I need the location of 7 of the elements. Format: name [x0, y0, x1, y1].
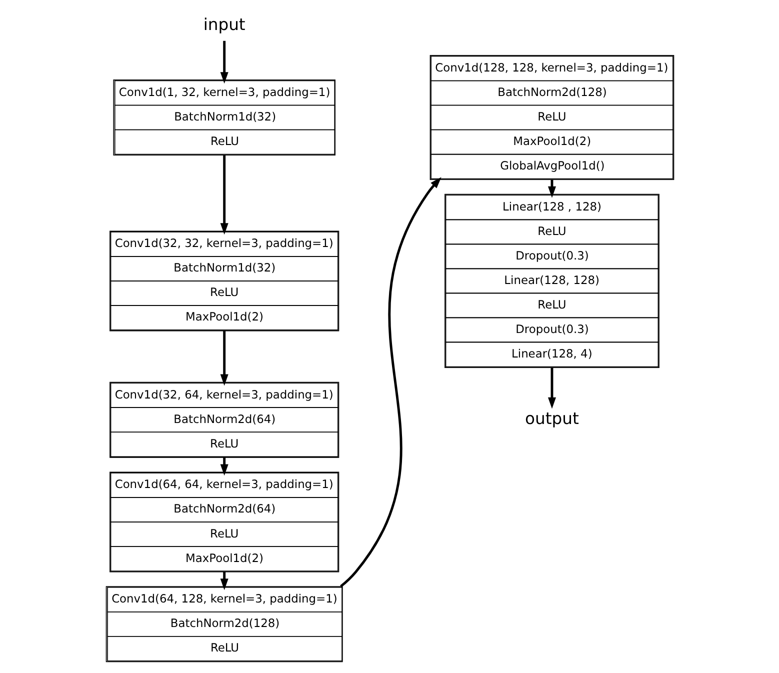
node-text: output: [524, 408, 578, 428]
arrow: [220, 155, 228, 235]
arrow: [220, 40, 228, 84]
arrow: [220, 330, 228, 386]
node-text: input: [202, 15, 245, 34]
arrow: [340, 177, 441, 588]
arrow: [547, 368, 556, 409]
